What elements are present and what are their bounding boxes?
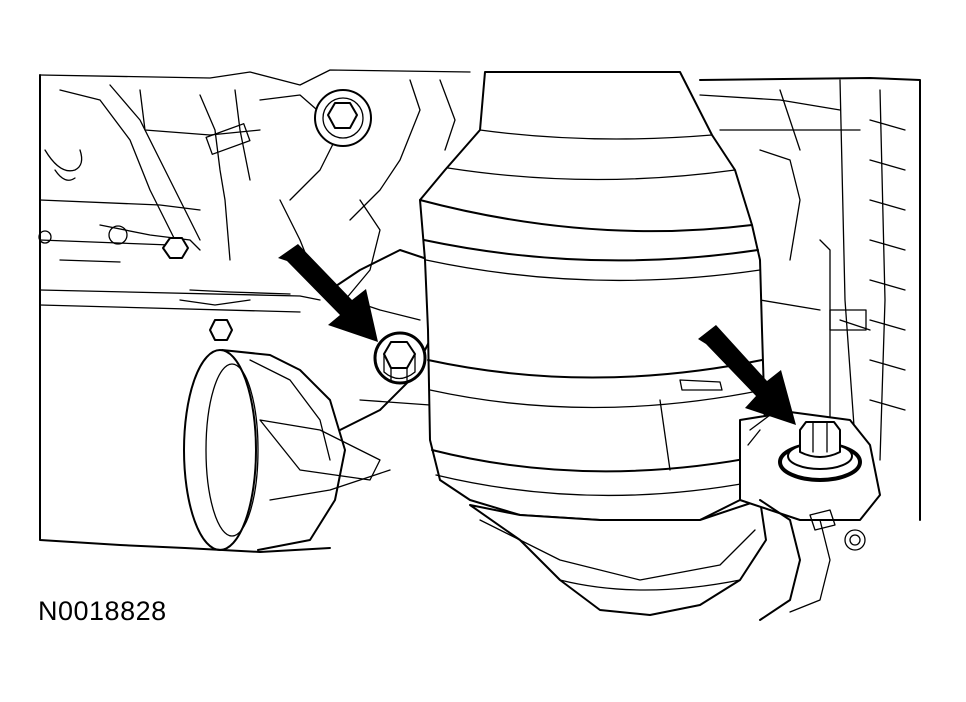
upper-bolt xyxy=(314,89,372,147)
pipe-flange xyxy=(183,349,391,551)
figure-id-label: N0018828 xyxy=(38,596,167,626)
right-bolt-arrow xyxy=(698,325,796,425)
right-mounting-bolt xyxy=(778,421,862,482)
engine-right-side xyxy=(699,77,921,521)
left-mounting-bolt xyxy=(373,331,427,385)
engine-block-background xyxy=(39,69,471,553)
left-bolt-arrow xyxy=(278,244,378,342)
catalytic-converter xyxy=(419,71,767,616)
bracket-bolts xyxy=(38,225,233,341)
